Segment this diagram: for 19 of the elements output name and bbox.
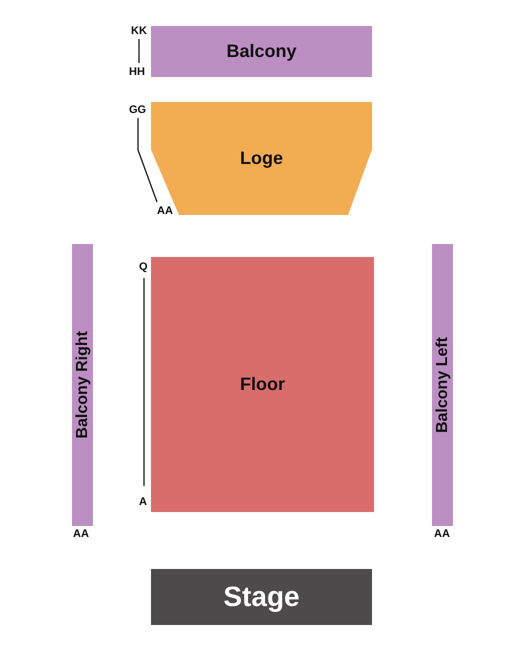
section-name: Balcony Left xyxy=(434,336,452,433)
balcony-right-section xyxy=(72,244,93,526)
row-letter: AA xyxy=(73,528,89,540)
loge-section xyxy=(151,102,372,215)
row-letter: AA xyxy=(157,205,173,217)
row-letter: AA xyxy=(434,528,450,540)
section-name: Stage xyxy=(223,581,300,613)
section-name: Floor xyxy=(240,374,285,395)
row-letter: KK xyxy=(131,25,147,37)
balcony-section xyxy=(151,26,372,77)
section-name: Loge xyxy=(240,148,283,169)
section-name: Balcony Right xyxy=(74,331,92,439)
row-letter: HH xyxy=(129,66,145,78)
floor-section xyxy=(151,257,374,512)
stage-area xyxy=(151,569,372,625)
section-name: Balcony xyxy=(226,41,297,62)
row-letter: GG xyxy=(129,104,146,116)
balcony-left-section xyxy=(432,244,453,526)
row-letter: A xyxy=(139,496,147,508)
